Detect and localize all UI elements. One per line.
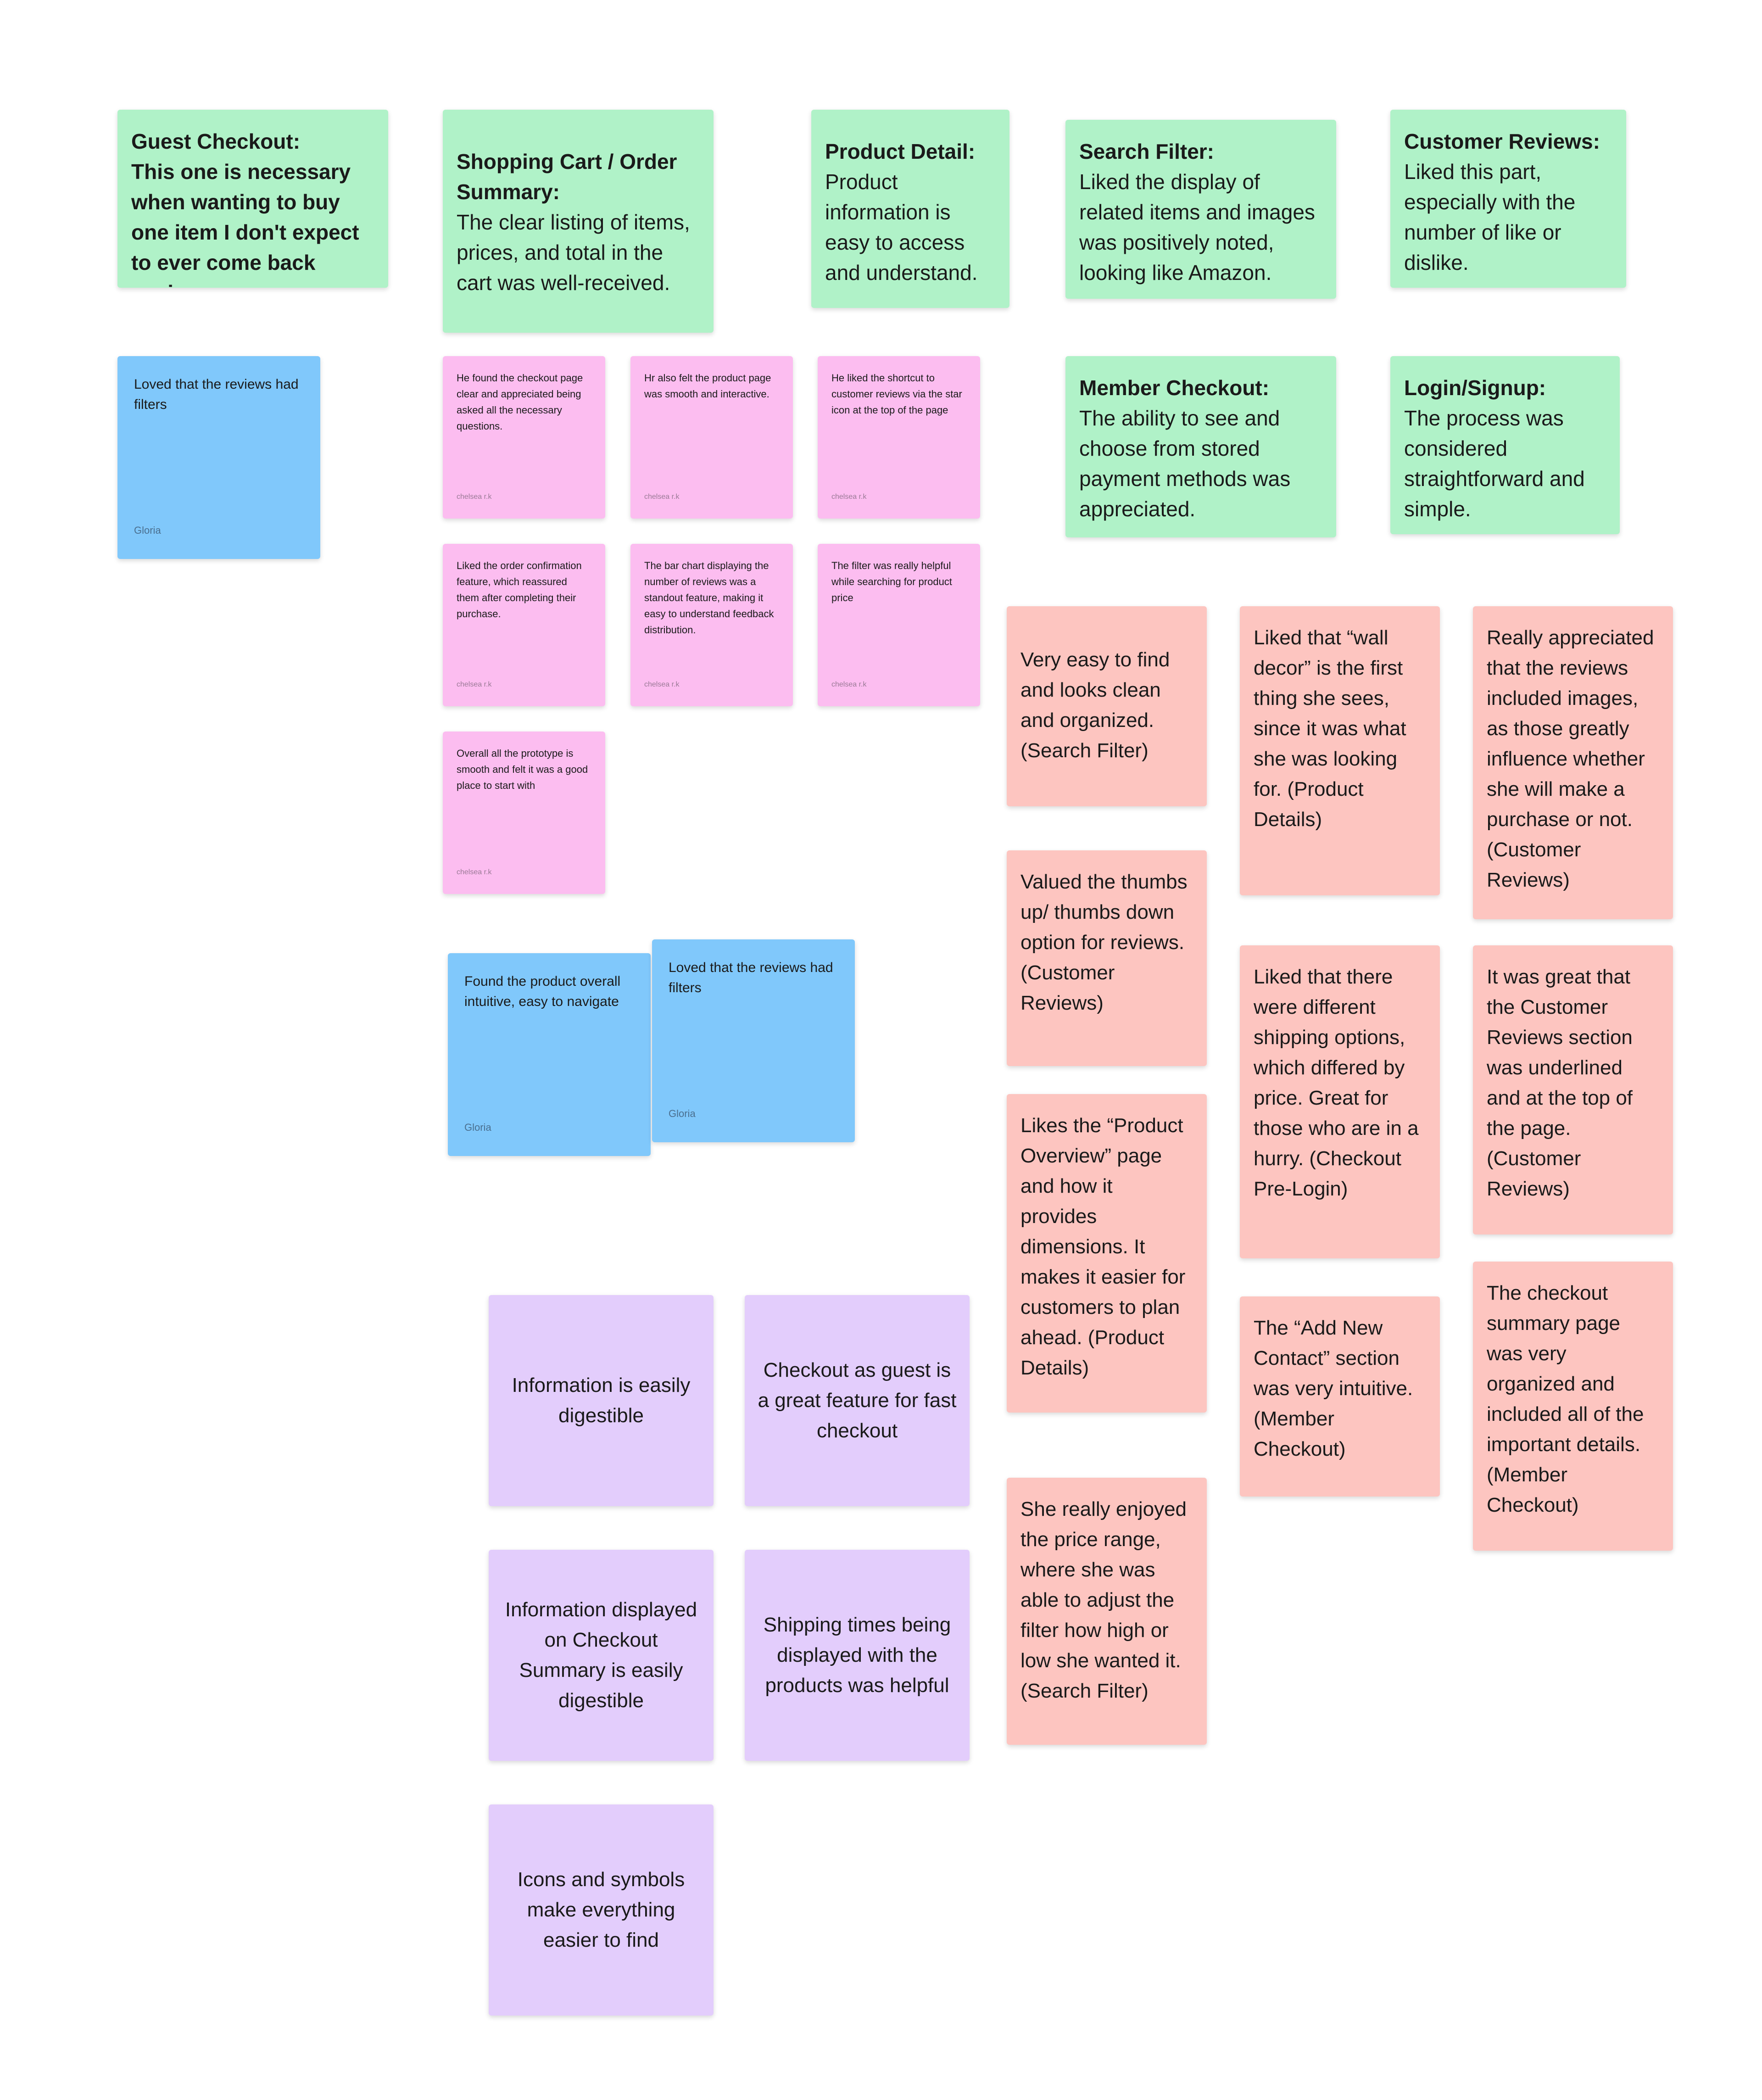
note-author: Gloria <box>134 525 161 536</box>
sticky-note-login-signup[interactable]: Login/Signup: The process was considered… <box>1390 356 1620 534</box>
note-heading: Login/Signup: <box>1404 376 1546 400</box>
sticky-note-info-digestible[interactable]: Information is easily digestible <box>489 1295 714 1506</box>
note-text: Icons and symbols make everything easier… <box>517 1868 685 1951</box>
sticky-note-product-page-smooth[interactable]: Hr also felt the product page was smooth… <box>630 356 793 519</box>
note-text: Valued the thumbs up/ thumbs down option… <box>1020 871 1188 1014</box>
note-author: chelsea r.k <box>457 868 492 876</box>
note-text: Shipping times being displayed with the … <box>763 1614 951 1697</box>
note-text: Loved that the reviews had filters <box>134 377 299 412</box>
note-author: chelsea r.k <box>644 493 680 501</box>
sticky-note-bar-chart[interactable]: The bar chart displaying the number of r… <box>630 544 793 706</box>
sticky-note-product-detail[interactable]: Product Detail: Product information is e… <box>811 110 1009 308</box>
sticky-note-product-overview[interactable]: Likes the “Product Overview” page and ho… <box>1007 1094 1207 1413</box>
sticky-note-cart-summary[interactable]: Shopping Cart / Order Summary: The clear… <box>443 110 714 333</box>
note-body: This one is necessary when wanting to bu… <box>131 160 359 288</box>
note-author: chelsea r.k <box>831 493 867 501</box>
note-author: chelsea r.k <box>457 493 492 501</box>
sticky-note-customer-reviews[interactable]: Customer Reviews: Liked this part, espec… <box>1390 110 1626 288</box>
note-text: It was great that the Customer Reviews s… <box>1487 966 1633 1200</box>
note-body: Liked this part, especially with the num… <box>1404 160 1576 274</box>
sticky-note-filter-price[interactable]: The filter was really helpful while sear… <box>818 544 980 706</box>
sticky-note-reviews-underlined[interactable]: It was great that the Customer Reviews s… <box>1473 945 1673 1234</box>
note-author: chelsea r.k <box>644 681 680 688</box>
note-text: The checkout summary page was very organ… <box>1487 1282 1644 1516</box>
note-heading: Search Filter: <box>1079 140 1214 163</box>
sticky-note-checkout-clear[interactable]: He found the checkout page clear and app… <box>443 356 605 519</box>
note-body: The ability to see and choose from store… <box>1079 406 1291 521</box>
note-author: Gloria <box>464 1122 491 1133</box>
sticky-note-wall-decor[interactable]: Liked that “wall decor” is the first thi… <box>1240 606 1440 895</box>
sticky-note-star-shortcut[interactable]: He liked the shortcut to customer review… <box>818 356 980 519</box>
note-text: Likes the “Product Overview” page and ho… <box>1020 1114 1186 1379</box>
note-heading: Member Checkout: <box>1079 376 1270 400</box>
note-text: Liked that there were different shipping… <box>1254 966 1419 1200</box>
note-author: Gloria <box>669 1108 696 1119</box>
note-heading: Customer Reviews: <box>1404 129 1600 153</box>
note-text: Hr also felt the product page was smooth… <box>644 372 771 400</box>
note-heading: Guest Checkout: <box>131 129 301 153</box>
note-text: Liked the order confirmation feature, wh… <box>457 560 582 620</box>
note-text: Loved that the reviews had filters <box>669 960 833 995</box>
sticky-note-guest-feature[interactable]: Checkout as guest is a great feature for… <box>745 1295 970 1506</box>
note-body: Product information is easy to access an… <box>825 170 978 285</box>
note-text: Found the product overall intuitive, eas… <box>464 974 621 1009</box>
sticky-note-order-confirmation[interactable]: Liked the order confirmation feature, wh… <box>443 544 605 706</box>
sticky-note-shipping-options[interactable]: Liked that there were different shipping… <box>1240 945 1440 1258</box>
note-body: The clear listing of items, prices, and … <box>457 210 690 295</box>
note-text: Very easy to find and looks clean and or… <box>1020 648 1170 762</box>
sticky-note-guest-checkout[interactable]: Guest Checkout: This one is necessary wh… <box>117 110 388 288</box>
note-author: chelsea r.k <box>457 681 492 688</box>
note-text: She really enjoyed the price range, wher… <box>1020 1498 1187 1702</box>
sticky-note-checkout-summary-info[interactable]: Information displayed on Checkout Summar… <box>489 1550 714 1761</box>
note-text: Information is easily digestible <box>512 1374 691 1427</box>
note-text: The “Add New Contact” section was very i… <box>1254 1317 1413 1460</box>
sticky-note-reviews-filters[interactable]: Loved that the reviews had filters Glori… <box>117 356 320 559</box>
note-text: He found the checkout page clear and app… <box>457 372 583 432</box>
sticky-note-icons-symbols[interactable]: Icons and symbols make everything easier… <box>489 1804 714 2016</box>
note-body: Liked the display of related items and i… <box>1079 170 1315 285</box>
note-text: Information displayed on Checkout Summar… <box>505 1598 697 1712</box>
note-text: Checkout as guest is a great feature for… <box>758 1359 957 1442</box>
sticky-note-thumbs[interactable]: Valued the thumbs up/ thumbs down option… <box>1007 850 1207 1066</box>
note-heading: Product Detail: <box>825 140 976 163</box>
note-text: He liked the shortcut to customer review… <box>831 372 962 416</box>
sticky-note-search-filter[interactable]: Search Filter: Liked the display of rela… <box>1065 120 1336 299</box>
note-text: Overall all the prototype is smooth and … <box>457 748 588 791</box>
note-text: Liked that “wall decor” is the first thi… <box>1254 626 1406 831</box>
sticky-note-price-range[interactable]: She really enjoyed the price range, wher… <box>1007 1478 1207 1745</box>
sticky-note-reviews-filters-2[interactable]: Loved that the reviews had filters Glori… <box>652 939 855 1142</box>
sticky-note-review-images[interactable]: Really appreciated that the reviews incl… <box>1473 606 1673 919</box>
note-text: The bar chart displaying the number of r… <box>644 560 774 636</box>
note-author: chelsea r.k <box>831 681 867 688</box>
sticky-note-prototype-smooth[interactable]: Overall all the prototype is smooth and … <box>443 732 605 894</box>
note-text: Really appreciated that the reviews incl… <box>1487 626 1654 891</box>
sticky-note-shipping-times[interactable]: Shipping times being displayed with the … <box>745 1550 970 1761</box>
note-text: The filter was really helpful while sear… <box>831 560 952 603</box>
note-body: The process was considered straightforwa… <box>1404 406 1585 521</box>
sticky-note-add-contact[interactable]: The “Add New Contact” section was very i… <box>1240 1296 1440 1497</box>
sticky-note-product-intuitive[interactable]: Found the product overall intuitive, eas… <box>448 953 651 1156</box>
sticky-note-easy-find[interactable]: Very easy to find and looks clean and or… <box>1007 606 1207 806</box>
sticky-note-checkout-summary[interactable]: The checkout summary page was very organ… <box>1473 1262 1673 1551</box>
sticky-note-member-checkout[interactable]: Member Checkout: The ability to see and … <box>1065 356 1336 537</box>
note-heading: Shopping Cart / Order Summary: <box>457 150 677 204</box>
